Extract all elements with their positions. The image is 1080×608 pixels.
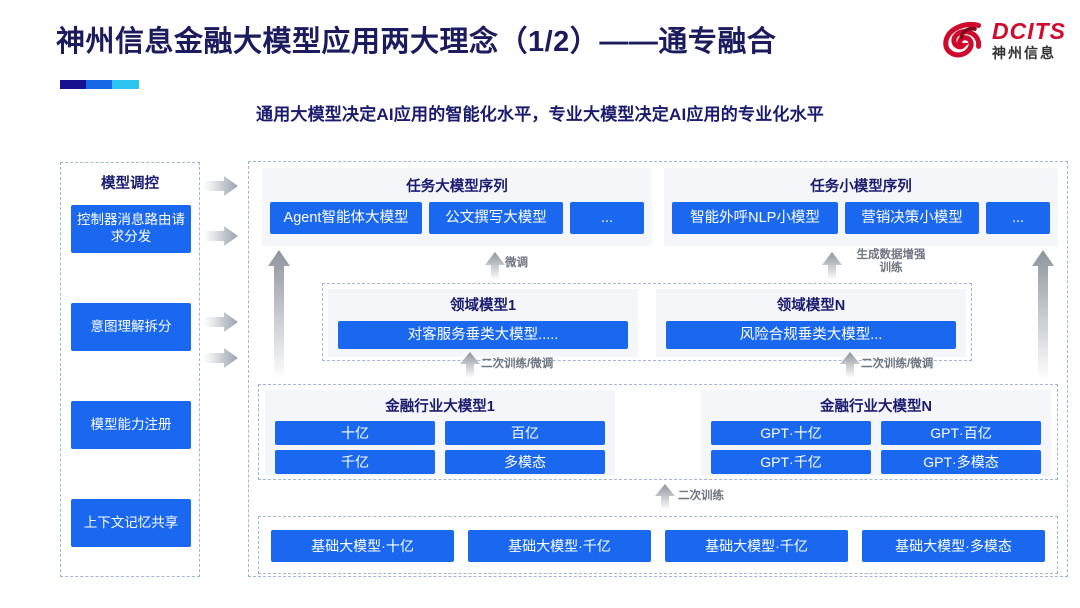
accent-segment-2 (86, 80, 112, 89)
dcits-swirl-icon (943, 22, 982, 58)
flow-arrow-up-finetune (485, 252, 505, 280)
page-title: 神州信息金融大模型应用两大理念（1/2）——通专融合 (56, 26, 777, 58)
architecture-container (248, 161, 1068, 577)
domain-model-n-item[interactable]: 风险合规垂类大模型... (666, 321, 956, 349)
base-model-item-1[interactable]: 基础大模型·千亿 (468, 530, 651, 562)
page-subtitle: 通用大模型决定AI应用的智能化水平，专业大模型决定AI应用的专业化水平 (256, 105, 824, 124)
flow-arrow-up-retrain-base (655, 484, 675, 510)
industry-model-1: 金融行业大模型1 十亿 百亿 千亿 多模态 (265, 390, 615, 476)
task-sequence-small: 任务小模型序列 智能外呼NLP小模型 营销决策小模型 ... (664, 168, 1058, 246)
flow-arrow-right-4 (204, 348, 238, 368)
industry-model-1-item-2[interactable]: 千亿 (275, 450, 435, 474)
task-small-item-0[interactable]: 智能外呼NLP小模型 (672, 202, 838, 234)
base-model-item-3[interactable]: 基础大模型·多模态 (862, 530, 1045, 562)
base-models-container: 基础大模型·十亿 基础大模型·千亿 基础大模型·千亿 基础大模型·多模态 (258, 516, 1058, 574)
logo-text-cn: 神州信息 (992, 45, 1056, 61)
arrow-label-finetune: 微调 (505, 257, 528, 269)
flow-arrow-up-retrain-right (840, 352, 860, 378)
industry-model-n-item-3[interactable]: GPT·多模态 (881, 450, 1041, 474)
task-large-item-2[interactable]: ... (570, 202, 644, 234)
industry-model-n: 金融行业大模型N GPT·十亿 GPT·百亿 GPT·千亿 GPT·多模态 (701, 390, 1051, 476)
flow-arrow-right-2 (204, 226, 238, 246)
control-panel-title: 模型调控 (101, 176, 159, 192)
arrow-label-dataaug: 生成数据增强 训练 (856, 249, 926, 275)
accent-segment-1 (60, 80, 86, 89)
flow-arrow-up-retrain-left (460, 352, 480, 378)
industry-model-n-item-2[interactable]: GPT·千亿 (711, 450, 871, 474)
industry-model-1-title: 金融行业大模型1 (385, 399, 495, 415)
arrow-label-retrain-left: 二次训练/微调 (481, 358, 554, 370)
control-panel: 模型调控 控制器消息路由请求分发 意图理解拆分 模型能力注册 上下文记忆共享 (60, 162, 200, 577)
title-accent-bar (60, 80, 139, 89)
company-logo: DCITS 神州信息 (942, 20, 1066, 60)
control-item-3[interactable]: 上下文记忆共享 (71, 499, 191, 547)
arrow-label-retrain-right: 二次训练/微调 (861, 358, 934, 370)
control-item-1[interactable]: 意图理解拆分 (71, 303, 191, 351)
control-item-2[interactable]: 模型能力注册 (71, 401, 191, 449)
industry-model-1-item-3[interactable]: 多模态 (445, 450, 605, 474)
task-small-item-1[interactable]: 营销决策小模型 (845, 202, 979, 234)
task-large-item-0[interactable]: Agent智能体大模型 (270, 202, 422, 234)
task-sequence-large-title: 任务大模型序列 (406, 179, 508, 195)
flow-arrow-right-3 (204, 312, 238, 332)
domain-model-n: 领域模型N 风险合规垂类大模型... (656, 289, 966, 357)
industry-model-1-item-0[interactable]: 十亿 (275, 421, 435, 445)
arrow-label-retrain-base: 二次训练 (678, 490, 724, 502)
accent-segment-3 (112, 80, 139, 89)
flow-arrow-up-left-long (268, 250, 290, 380)
flow-arrow-up-dataaug (822, 252, 842, 280)
base-model-item-0[interactable]: 基础大模型·十亿 (271, 530, 454, 562)
logo-text-en: DCITS (992, 18, 1066, 44)
industry-models-container: 金融行业大模型1 十亿 百亿 千亿 多模态 金融行业大模型N GPT·十亿 GP… (258, 384, 1058, 480)
industry-model-n-item-0[interactable]: GPT·十亿 (711, 421, 871, 445)
industry-model-n-title: 金融行业大模型N (820, 399, 932, 415)
task-sequence-large: 任务大模型序列 Agent智能体大模型 公文撰写大模型 ... (262, 168, 652, 246)
flow-arrow-right-1 (204, 176, 238, 196)
industry-model-1-item-1[interactable]: 百亿 (445, 421, 605, 445)
domain-model-n-title: 领域模型N (776, 298, 846, 314)
domain-model-1: 领域模型1 对客服务垂类大模型..... (328, 289, 638, 357)
domain-models-container: 领域模型1 对客服务垂类大模型..... 领域模型N 风险合规垂类大模型... (322, 283, 972, 361)
domain-model-1-title: 领域模型1 (449, 298, 517, 314)
industry-model-n-item-1[interactable]: GPT·百亿 (881, 421, 1041, 445)
domain-model-1-item[interactable]: 对客服务垂类大模型..... (338, 321, 628, 349)
task-large-item-1[interactable]: 公文撰写大模型 (429, 202, 563, 234)
task-sequence-small-title: 任务小模型序列 (810, 179, 912, 195)
flow-arrow-up-right-long (1032, 250, 1054, 380)
base-model-item-2[interactable]: 基础大模型·千亿 (665, 530, 848, 562)
control-item-0[interactable]: 控制器消息路由请求分发 (71, 205, 191, 253)
task-small-item-2[interactable]: ... (986, 202, 1050, 234)
